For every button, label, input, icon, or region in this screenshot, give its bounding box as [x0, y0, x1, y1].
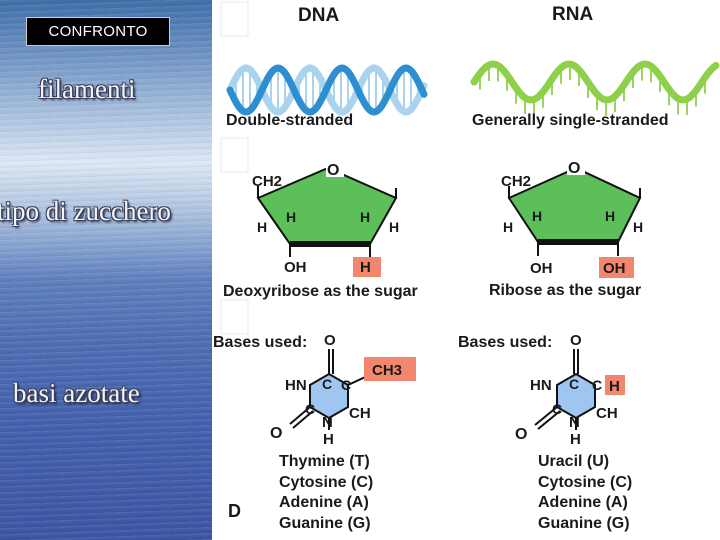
- dna-base-item: Guanine (G): [279, 515, 371, 532]
- thymine-structure: O HN C C C CH N H O CH3: [270, 330, 416, 448]
- dna-bases-list: Thymine (T) Cytosine (C) Adenine (A) Gua…: [279, 453, 373, 532]
- dna-header: DNA: [298, 5, 339, 26]
- rna-sugar-ch2: CH2: [501, 173, 531, 190]
- thymine-o2: O: [270, 425, 282, 442]
- dna-sugar-h: H: [257, 219, 267, 235]
- uracil-c: C: [552, 401, 562, 417]
- thymine-h: H: [323, 431, 334, 448]
- thymine-o: O: [324, 332, 336, 349]
- dna-sugar-h: H: [389, 219, 399, 235]
- uracil-n: N: [569, 414, 580, 431]
- rna-bases-title: Bases used:: [458, 334, 552, 351]
- label-strands: filamenti: [38, 74, 136, 104]
- uracil-c: C: [569, 376, 579, 392]
- rna-sugar-h: H: [605, 208, 615, 224]
- rna-header: RNA: [552, 4, 593, 25]
- thymine-n: N: [322, 414, 333, 431]
- rna-sugar-2prime-oh: OH: [603, 260, 626, 277]
- rna-sugar-caption: Ribose as the sugar: [489, 282, 641, 299]
- deoxyribose-ring: O CH2 H H H H OH H: [252, 160, 399, 277]
- dna-sugar-h: H: [360, 209, 370, 225]
- dna-rna-comparison-figure: DNA RNA Double-stranded Generally single…: [212, 0, 720, 540]
- label-sugar-type: tipo di zucchero: [0, 196, 171, 226]
- uracil-o: O: [570, 332, 582, 349]
- panel-letter: D: [228, 501, 241, 521]
- rna-base-item: Adenine (A): [538, 494, 628, 511]
- dna-sugar-o: O: [327, 162, 339, 179]
- dna-double-helix: [226, 64, 428, 116]
- uracil-c: C: [592, 377, 602, 393]
- background-panel: [0, 0, 212, 540]
- dna-sugar-caption: Deoxyribose as the sugar: [223, 283, 418, 300]
- dna-strand-caption: Double-stranded: [226, 112, 353, 129]
- rna-base-item: Uracil (U): [538, 453, 609, 470]
- slide-title: CONFRONTO: [26, 17, 170, 46]
- thymine-c: C: [305, 401, 315, 417]
- dna-base-item: Adenine (A): [279, 494, 369, 511]
- rna-sugar-o: O: [568, 160, 580, 177]
- uracil-ch: CH: [596, 405, 618, 422]
- rna-base-item: Guanine (G): [538, 515, 630, 532]
- uracil-5-h: H: [609, 378, 620, 395]
- dna-sugar-h: H: [286, 209, 296, 225]
- rna-base-item: Cytosine (C): [538, 474, 632, 491]
- rna-sugar-h: H: [532, 208, 542, 224]
- rna-single-strand: [470, 60, 720, 116]
- uracil-h: H: [570, 431, 581, 448]
- dna-base-item: Thymine (T): [279, 453, 370, 470]
- label-nitrogenous-bases: basi azotate: [13, 378, 140, 408]
- dna-bases-title: Bases used:: [213, 334, 307, 351]
- uracil-hn: HN: [530, 377, 552, 394]
- dna-sugar-oh: OH: [284, 259, 307, 276]
- thymine-hn: HN: [285, 377, 307, 394]
- thymine-c: C: [341, 377, 351, 393]
- dna-sugar-ch2: CH2: [252, 173, 282, 190]
- uracil-o2: O: [515, 426, 527, 443]
- rna-sugar-h: H: [503, 219, 513, 235]
- dna-sugar-2prime-h: H: [360, 259, 371, 276]
- thymine-ch: CH: [349, 405, 371, 422]
- ribose-ring: O CH2 H H H H OH OH: [501, 158, 643, 278]
- rna-sugar-h: H: [633, 219, 643, 235]
- dna-base-item: Cytosine (C): [279, 474, 373, 491]
- rna-strand-caption: Generally single-stranded: [472, 112, 669, 129]
- rna-sugar-oh: OH: [530, 260, 553, 277]
- uracil-structure: O HN C C C CH N H O H: [515, 330, 625, 448]
- thymine-c: C: [322, 376, 332, 392]
- thymine-methyl: CH3: [372, 362, 402, 379]
- rna-bases-list: Uracil (U) Cytosine (C) Adenine (A) Guan…: [538, 453, 632, 532]
